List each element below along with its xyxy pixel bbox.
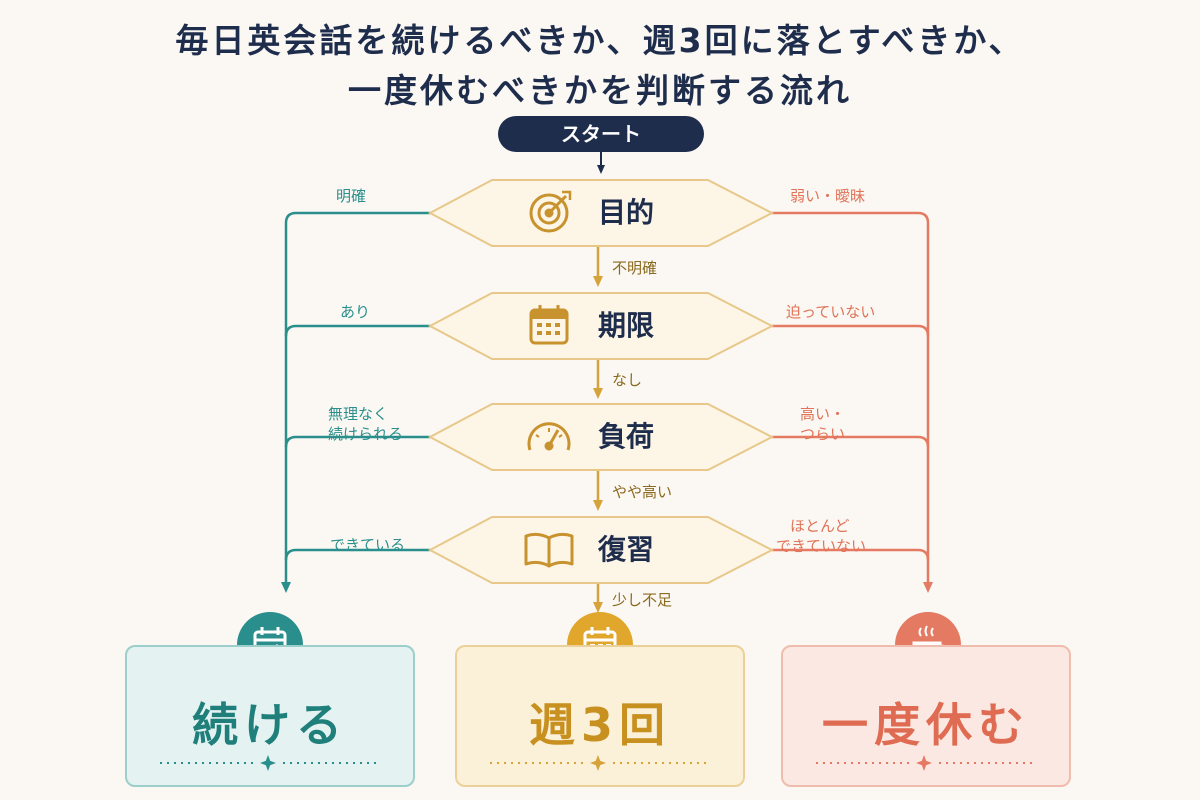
decision-review-label: 復習 bbox=[598, 533, 655, 566]
right-branch-lines bbox=[772, 211, 933, 593]
decision-load bbox=[427, 403, 775, 471]
book-icon bbox=[524, 532, 574, 568]
decision-purpose-label: 目的 bbox=[598, 196, 655, 229]
edge-label-review-left: できている bbox=[330, 536, 406, 554]
decision-purpose bbox=[427, 179, 775, 247]
edge-label-review-right-2: できていない bbox=[776, 537, 867, 555]
edge-label-load-left-1: 無理なく bbox=[328, 405, 389, 423]
edge-label-review-right-1: ほとんど bbox=[790, 517, 850, 535]
edge-label-deadline-left: あり bbox=[340, 303, 371, 321]
result-continue-label: 続ける bbox=[192, 698, 348, 752]
result-continue-card: 続ける bbox=[125, 645, 415, 787]
calendar-icon bbox=[529, 305, 569, 345]
edge-label-load-left-2: 続けられる bbox=[328, 425, 404, 443]
edge-label-deadline-right: 迫っていない bbox=[786, 303, 876, 321]
edge-label-load-right-1: 高い・ bbox=[800, 405, 846, 423]
result-continue-divider bbox=[160, 755, 380, 771]
result-rest-card: 一度休む bbox=[781, 645, 1071, 787]
edge-label-purpose-down: 不明確 bbox=[612, 259, 658, 277]
target-icon bbox=[529, 190, 572, 233]
edge-label-purpose-left: 明確 bbox=[336, 187, 367, 205]
result-three-per-week-card: 週3回 bbox=[455, 645, 745, 787]
gauge-icon bbox=[527, 422, 571, 451]
edge-label-load-down: やや高い bbox=[612, 483, 673, 501]
result-rest-label: 一度休む bbox=[822, 698, 1030, 752]
decision-deadline-label: 期限 bbox=[598, 309, 655, 342]
start-node bbox=[498, 116, 704, 152]
decision-deadline bbox=[427, 292, 775, 360]
edge-label-review-down: 少し不足 bbox=[612, 591, 673, 609]
decision-load-label: 負荷 bbox=[598, 420, 655, 453]
start-label: スタート bbox=[561, 122, 641, 146]
edge-label-purpose-right: 弱い・曖昧 bbox=[790, 187, 866, 205]
edge-label-load-right-2: つらい bbox=[800, 425, 846, 443]
left-branch-lines bbox=[281, 211, 430, 593]
result-three-per-week-label: 週3回 bbox=[528, 698, 671, 752]
result-three-per-week-divider bbox=[490, 755, 710, 771]
result-rest-divider bbox=[816, 755, 1036, 771]
decision-review bbox=[427, 516, 775, 584]
page-title-line-1: 毎日英会話を続けるべきか、週3回に落とすべきか、 bbox=[175, 21, 1025, 60]
page-title-line-2: 一度休むべきかを判断する流れ bbox=[348, 71, 852, 110]
edge-label-deadline-down: なし bbox=[612, 371, 643, 389]
